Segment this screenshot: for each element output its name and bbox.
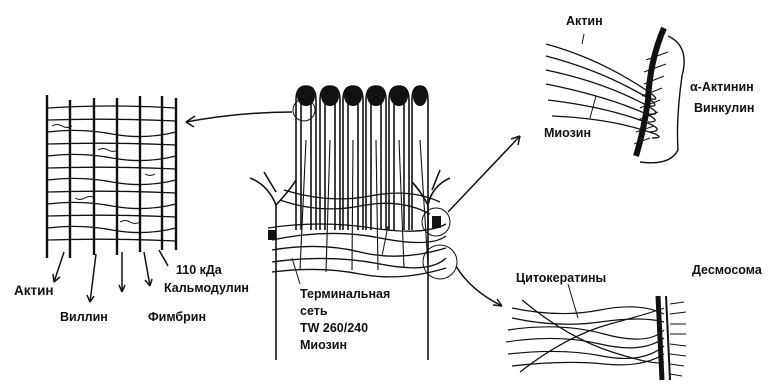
desmosome-label: Десмосома bbox=[692, 263, 762, 278]
cytokeratin-filaments bbox=[506, 300, 664, 372]
terminal-web-filaments bbox=[268, 190, 446, 277]
terminal-web-label-2: сеть bbox=[300, 304, 328, 319]
terminal-web-label: Терминальная bbox=[300, 287, 390, 302]
desmosome-spikes bbox=[670, 302, 686, 376]
cytokeratins-label: Цитокератины bbox=[516, 271, 606, 286]
kda110-label: 110 кДа bbox=[176, 263, 222, 278]
brush-border-cell bbox=[250, 86, 457, 360]
fimbrin-label: Фимбрин bbox=[148, 310, 206, 325]
microvillus-core-panel bbox=[47, 95, 176, 258]
calmodulin-label: Кальмодулин bbox=[164, 281, 249, 296]
fimbrin-crosslinks bbox=[48, 106, 176, 241]
actin-top-label: Актин bbox=[566, 14, 603, 29]
adherens-junction-panel bbox=[546, 28, 684, 163]
villin-label: Виллин bbox=[60, 310, 108, 325]
myosin-right-label: Миозин bbox=[544, 126, 591, 141]
tw260-label: TW 260/240 bbox=[300, 321, 368, 336]
vinculin-label: Винкулин bbox=[694, 101, 754, 116]
desmosome-plaque-2 bbox=[666, 296, 670, 380]
myosin-center-label: Миозин bbox=[300, 338, 347, 353]
alpha-actinin-label: α-Актинин bbox=[690, 80, 754, 95]
desmosome-panel bbox=[506, 284, 686, 380]
actin-pointer bbox=[582, 34, 584, 44]
actin-left-label: Актин bbox=[14, 283, 54, 298]
